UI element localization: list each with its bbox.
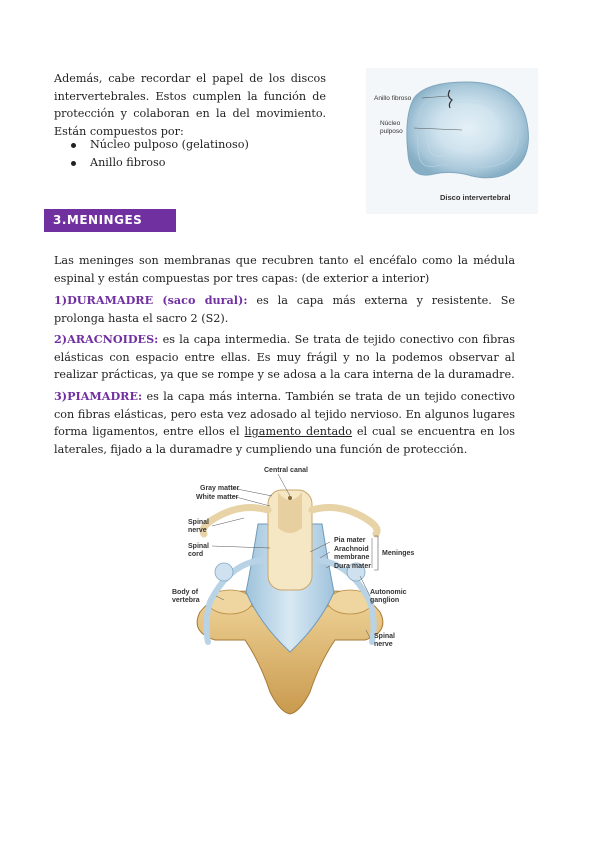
- meninges-figure: Central canal Gray matter White matter S…: [172, 467, 414, 715]
- section-heading: 3.MENINGES: [53, 213, 143, 227]
- label-dura-mater: Dura mater: [334, 563, 371, 570]
- piamadre-paragraph: 3)PIAMADRE: es la capa más interna. Tamb…: [54, 389, 515, 456]
- label-arachnoid-1: Arachnoid: [334, 546, 369, 553]
- label-central-canal: Central canal: [264, 467, 308, 474]
- label-arachnoid-2: membrane: [334, 554, 370, 561]
- intervertebral-disc-figure: Anillo fibroso Núcleo pulposo Disco inte…: [366, 68, 538, 214]
- section-heading-bar: [44, 209, 176, 232]
- label-spinal-nerve-1: Spinal: [188, 519, 209, 526]
- label-gray-matter: Gray matter: [200, 485, 240, 492]
- dura-term: 1)DURAMADRE (saco dural):: [54, 293, 248, 307]
- intro-paragraph: Además, cabe recordar el papel de los di…: [54, 72, 326, 138]
- label-spinal-cord-2: cord: [188, 551, 203, 558]
- label-autonomic-2: ganglion: [370, 597, 399, 604]
- label-white-matter: White matter: [196, 494, 239, 501]
- bullet-icon: [71, 143, 76, 148]
- label-spinal-nerve-2: nerve: [188, 527, 207, 534]
- bullet-icon: [71, 160, 76, 166]
- label-autonomic-1: Autonomic: [370, 589, 407, 596]
- meninges-intro: Las meninges son membranas que recubren …: [54, 254, 515, 285]
- list-item: Anillo fibroso: [54, 154, 249, 172]
- label-meninges: Meninges: [382, 550, 414, 557]
- label-pia-mater: Pia mater: [334, 537, 366, 544]
- label-body-vertebra-2: vertebra: [172, 597, 200, 604]
- ligamento-dentado: ligamento dentado: [244, 425, 353, 438]
- label-body-vertebra-1: Body of: [172, 589, 199, 596]
- aracnoides-term: 2)ARACNOIDES:: [54, 332, 159, 346]
- nucleus-label-2: pulposo: [380, 128, 403, 135]
- components-list: Núcleo pulposo (gelatinoso) Anillo fibro…: [54, 136, 249, 171]
- label-spinal-nerve-b1: Spinal: [374, 633, 395, 640]
- label-spinal-cord-1: Spinal: [188, 543, 209, 550]
- label-spinal-nerve-b2: nerve: [374, 641, 393, 648]
- list-item: Núcleo pulposo (gelatinoso): [54, 136, 249, 154]
- dura-paragraph: 1)DURAMADRE (saco dural): es la capa más…: [54, 293, 516, 325]
- disc-caption: Disco intervertebral: [440, 193, 510, 202]
- ring-label: Anillo fibroso: [374, 95, 412, 102]
- nucleus-label-1: Núcleo: [380, 120, 401, 127]
- piamadre-term: 3)PIAMADRE:: [54, 389, 143, 403]
- aracnoides-paragraph: 2)ARACNOIDES: es la capa intermedia. Se …: [54, 332, 515, 381]
